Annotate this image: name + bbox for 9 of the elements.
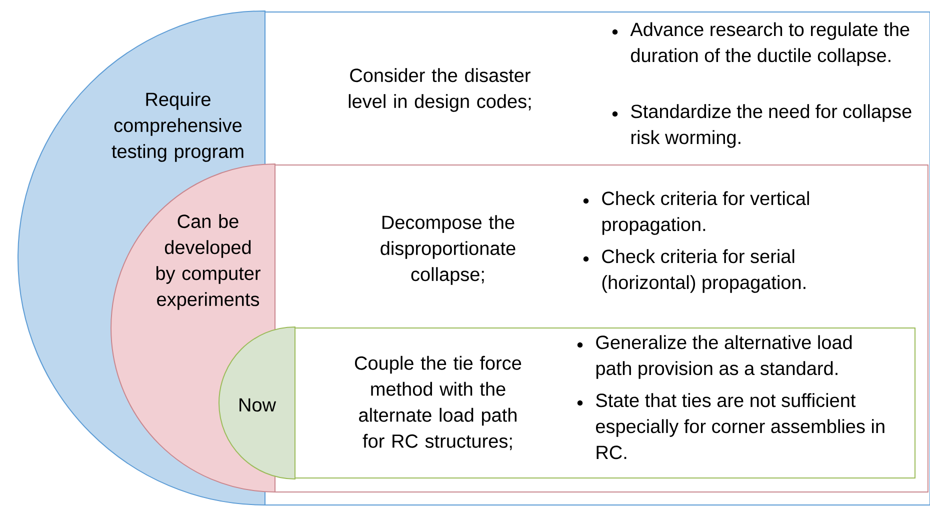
- heading-text: Decompose the disproportionate collapse;: [380, 215, 516, 285]
- bullet-item: State that ties are not sufficient especially for corner assemblies in RC.: [596, 393, 884, 460]
- heading-text: Couple the tie force method with the alternate load path for RC structures;: [355, 356, 522, 450]
- bullet-item: Standardize the need for collapse risk worming.: [631, 104, 912, 148]
- bullet-item: Check criteria for vertical propagation.: [602, 191, 809, 235]
- bullet-item: Generalize the alternative load path provision as a standard.: [596, 335, 852, 379]
- bullet-item: Check criteria for serial (horizontal) propagation.: [602, 249, 806, 293]
- heading-text: Consider the disaster level in design codes;: [348, 68, 531, 112]
- bullet-item: Advance research to regulate the duration of the ductile collapse.: [630, 22, 910, 66]
